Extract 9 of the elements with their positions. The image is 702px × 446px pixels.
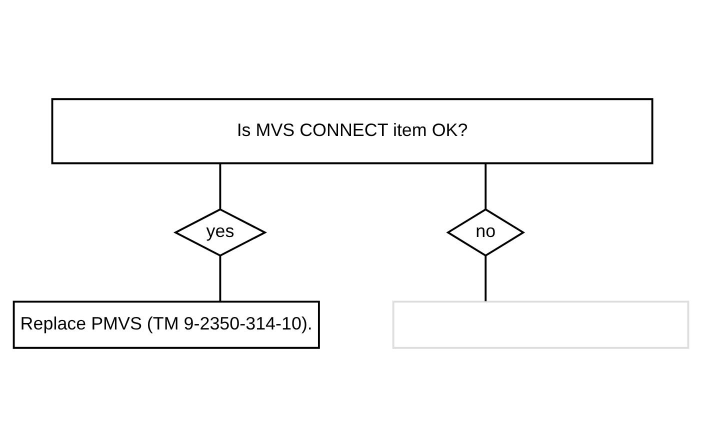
connector [219, 255, 222, 301]
node-box: Is MVS CONNECT item OK? [51, 98, 654, 164]
connector [484, 255, 487, 301]
connector [484, 163, 487, 209]
node-diamond: yes [173, 208, 268, 256]
connector [219, 163, 222, 209]
node-box [392, 300, 690, 348]
node-box: Replace PMVS (TM 9-2350-314-10). [12, 300, 320, 348]
node-diamond: no [446, 208, 526, 256]
